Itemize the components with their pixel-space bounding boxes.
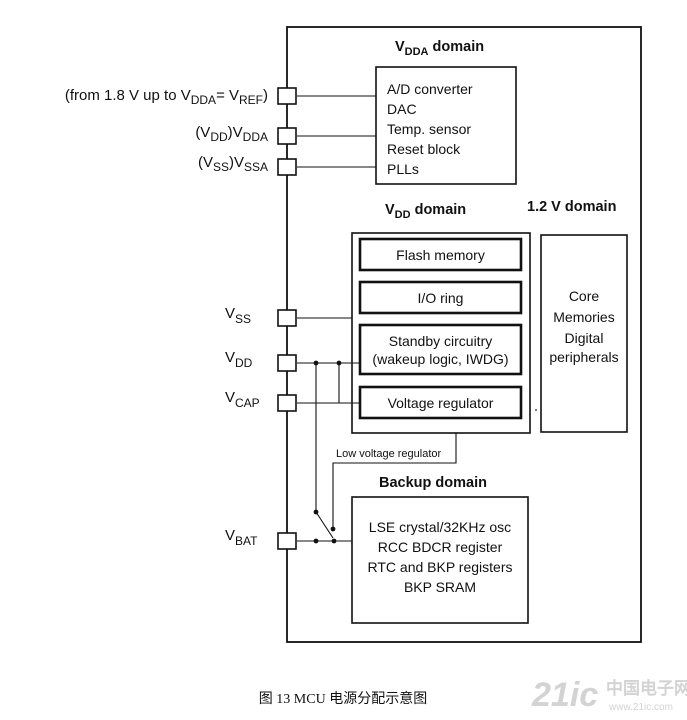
- low-voltage-regulator-wire: [332, 433, 457, 528]
- vdda-item-dac: DAC: [387, 101, 417, 117]
- pin-vbat-label: VBAT: [225, 527, 258, 548]
- pin-vdd: [277, 354, 297, 372]
- vdda-item-adc: A/D converter: [387, 81, 473, 97]
- pin-vssa: [277, 158, 297, 176]
- core-item-memories: Memories: [553, 309, 614, 325]
- flash-memory-label: Flash memory: [396, 247, 485, 263]
- mcu-outline: [286, 26, 642, 643]
- pin-vdda-label: (VDD)VDDA: [195, 124, 268, 144]
- backup-item-rtc-bkp: RTC and BKP registers: [368, 559, 513, 575]
- flash-memory-block: [358, 237, 523, 272]
- vdda-item-plls: PLLs: [387, 161, 419, 177]
- power-switch: [315, 511, 334, 539]
- backup-item-rcc-bdcr: RCC BDCR register: [378, 539, 503, 555]
- svg-text:21ic: 21ic: [531, 676, 598, 714]
- core-item-digital: Digital: [565, 330, 604, 346]
- svg-text:www.21ic.com: www.21ic.com: [608, 702, 673, 713]
- dot-marker: [535, 409, 537, 411]
- pin-vbat: [277, 532, 297, 550]
- vdda-item-reset-block: Reset block: [387, 141, 461, 157]
- pin-vss-label: VSS: [225, 305, 251, 326]
- backup-domain-title: Backup domain: [379, 475, 487, 491]
- svg-text:中国电子网: 中国电子网: [606, 678, 687, 698]
- vdd-domain-title: VDD domain: [385, 202, 466, 221]
- voltage-regulator-block: [358, 385, 523, 420]
- standby-circuitry-block: [358, 323, 523, 376]
- standby-circuitry-detail: (wakeup logic, IWDG): [372, 351, 508, 367]
- pin-vcap-label: VCAP: [225, 389, 260, 410]
- core-domain-box: [540, 234, 628, 433]
- backup-item-bkp-sram: BKP SRAM: [404, 579, 476, 595]
- standby-circuitry-label: Standby circuitry: [389, 333, 492, 349]
- low-voltage-regulator-label: Low voltage regulator: [336, 448, 442, 460]
- backup-item-lse: LSE crystal/32KHz osc: [369, 519, 511, 535]
- core-domain-title: 1.2 V domain: [527, 199, 616, 215]
- watermark-logo: 21ic 中国电子网 www.21ic.com: [531, 676, 687, 714]
- core-item-core: Core: [569, 288, 600, 304]
- figure-caption: 图 13 MCU 电源分配示意图: [259, 690, 427, 707]
- vdda-domain-title: VDDA domain: [395, 39, 484, 58]
- vdda-domain-box: [375, 66, 517, 185]
- pin-vref-label: (from 1.8 V up to VDDA= VREF): [65, 87, 268, 107]
- pin-vref: [277, 87, 297, 105]
- pin-vdda: [277, 127, 297, 145]
- io-ring-label: I/O ring: [418, 290, 464, 306]
- pin-vssa-label: (VSS)VSSA: [198, 154, 268, 174]
- pin-vcap: [277, 394, 297, 412]
- vdda-item-temp-sensor: Temp. sensor: [387, 121, 471, 137]
- backup-domain-box: [351, 496, 529, 624]
- pin-vdd-label: VDD: [225, 349, 253, 370]
- io-ring-block: [358, 280, 523, 315]
- pin-vss: [277, 309, 297, 327]
- core-item-peripherals: peripherals: [549, 349, 618, 365]
- voltage-regulator-label: Voltage regulator: [388, 395, 494, 411]
